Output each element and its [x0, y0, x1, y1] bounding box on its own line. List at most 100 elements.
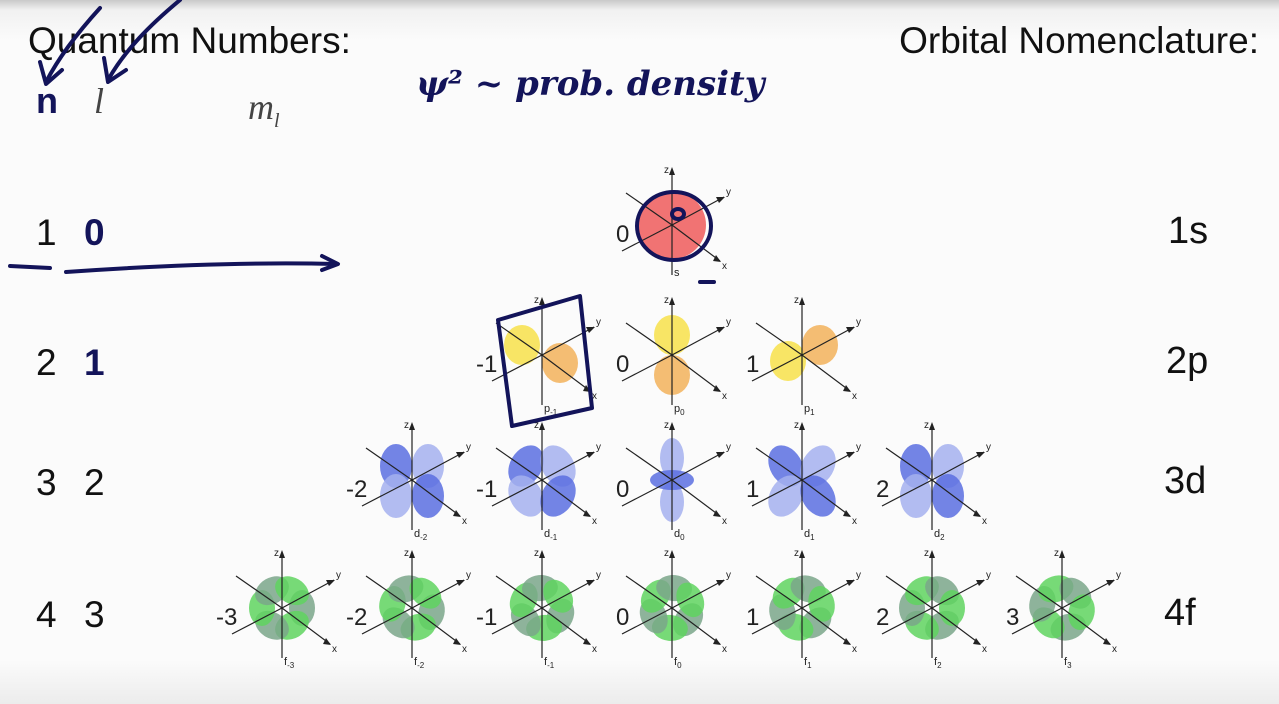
x-axis [411, 479, 461, 517]
y-axis-neg [751, 479, 803, 507]
ml-subscript: l [274, 110, 280, 133]
z-arrowhead [929, 550, 935, 558]
sublabel-subscript: 3 [1067, 661, 1072, 671]
z-arrowhead [799, 422, 805, 430]
sublabel-letter: d [544, 528, 551, 540]
x-arrowhead [453, 638, 461, 645]
axes: zyx [751, 295, 861, 405]
x-arrowhead [973, 638, 981, 645]
x-axis-label: x [462, 644, 467, 655]
ml-value: 0 [616, 476, 630, 503]
y-axis-label: y [856, 442, 861, 453]
orbital-sublabel: p0 [674, 403, 685, 417]
y-arrowhead [456, 580, 465, 586]
row-1-name: 1s [1168, 210, 1209, 252]
sublabel-letter: p [804, 403, 811, 415]
x-arrowhead [973, 510, 981, 517]
y-arrowhead [456, 452, 465, 458]
axes: zyx [881, 548, 991, 658]
axes: zyx [491, 420, 601, 530]
ml-value: 3 [1006, 604, 1020, 631]
ml-value: 1 [746, 604, 760, 631]
row-3-l: 2 [84, 462, 105, 503]
orbital-sublabel: f-3 [284, 656, 294, 670]
x-axis [541, 479, 591, 517]
y-axis [931, 579, 985, 609]
orbital-diagram: zyx [751, 548, 861, 658]
x-arrowhead [713, 255, 721, 262]
y-arrowhead [846, 580, 855, 586]
row-2-name: 2p [1166, 340, 1209, 382]
sublabel-letter: f [934, 656, 938, 668]
x-axis-label: x [1112, 644, 1117, 655]
orbital-sublabel: p1 [804, 403, 815, 417]
x-arrowhead [1103, 638, 1111, 645]
x-axis-neg [1015, 575, 1063, 609]
z-axis-label: z [664, 295, 669, 306]
row-4-name: 4f [1164, 592, 1196, 634]
y-axis [671, 326, 725, 356]
x-axis [1061, 607, 1111, 645]
z-axis-label: z [794, 295, 799, 306]
x-axis-label: x [592, 516, 597, 527]
z-arrowhead [929, 422, 935, 430]
sublabel-letter: d [414, 528, 421, 540]
y-axis [411, 451, 465, 481]
x-arrowhead [713, 385, 721, 392]
ml-value: -3 [216, 604, 238, 631]
y-axis-label: y [596, 317, 601, 328]
orbital-sublabel: f-2 [414, 656, 424, 670]
y-arrowhead [586, 452, 595, 458]
x-axis-neg [755, 447, 803, 481]
axes: zyx [621, 295, 731, 405]
orbital-lobe [412, 474, 444, 518]
z-axis-label: z [664, 165, 669, 176]
y-arrowhead [1106, 580, 1115, 586]
y-arrowhead [586, 580, 595, 586]
x-axis-label: x [592, 391, 597, 402]
row-3-name: 3d [1164, 460, 1207, 502]
y-axis-label: y [856, 570, 861, 581]
x-axis-neg [625, 447, 673, 481]
orbital-diagram: zyx [1011, 548, 1121, 658]
sublabel-subscript: 0 [680, 533, 685, 543]
z-axis-label: z [664, 548, 669, 559]
x-axis-neg [495, 447, 543, 481]
sublabel-subscript: 2 [940, 533, 945, 543]
x-axis-label: x [852, 516, 857, 527]
x-arrowhead [323, 638, 331, 645]
z-arrowhead [799, 297, 805, 305]
row-1-l: 0 [84, 212, 105, 253]
axes: zyx [751, 420, 861, 530]
x-axis [671, 354, 721, 392]
sublabel-letter: d [804, 528, 811, 540]
x-axis-neg [755, 322, 803, 356]
y-axis [541, 579, 595, 609]
orbital-sublabel: d2 [934, 528, 945, 542]
sublabel-subscript: -2 [420, 533, 428, 543]
x-arrowhead [843, 510, 851, 517]
axes: zyx [491, 548, 601, 658]
sublabel-letter: f [1064, 656, 1068, 668]
orbital-lobe [380, 474, 412, 518]
z-arrowhead [1059, 550, 1065, 558]
y-axis-label: y [726, 187, 731, 198]
x-axis-label: x [852, 391, 857, 402]
y-arrowhead [326, 580, 335, 586]
y-axis-label: y [1116, 570, 1121, 581]
z-axis-label: z [924, 420, 929, 431]
y-arrowhead [976, 452, 985, 458]
orbital-sublabel: f-1 [544, 656, 554, 670]
y-arrowhead [716, 452, 725, 458]
row-4-l: 3 [84, 594, 105, 635]
x-arrowhead [583, 638, 591, 645]
y-axis-neg [751, 354, 803, 382]
orbital-sublabel: f3 [1064, 656, 1072, 670]
orbital-nomenclature-title: Orbital Nomenclature: [899, 20, 1259, 61]
arrow-to-l-head [102, 56, 128, 84]
